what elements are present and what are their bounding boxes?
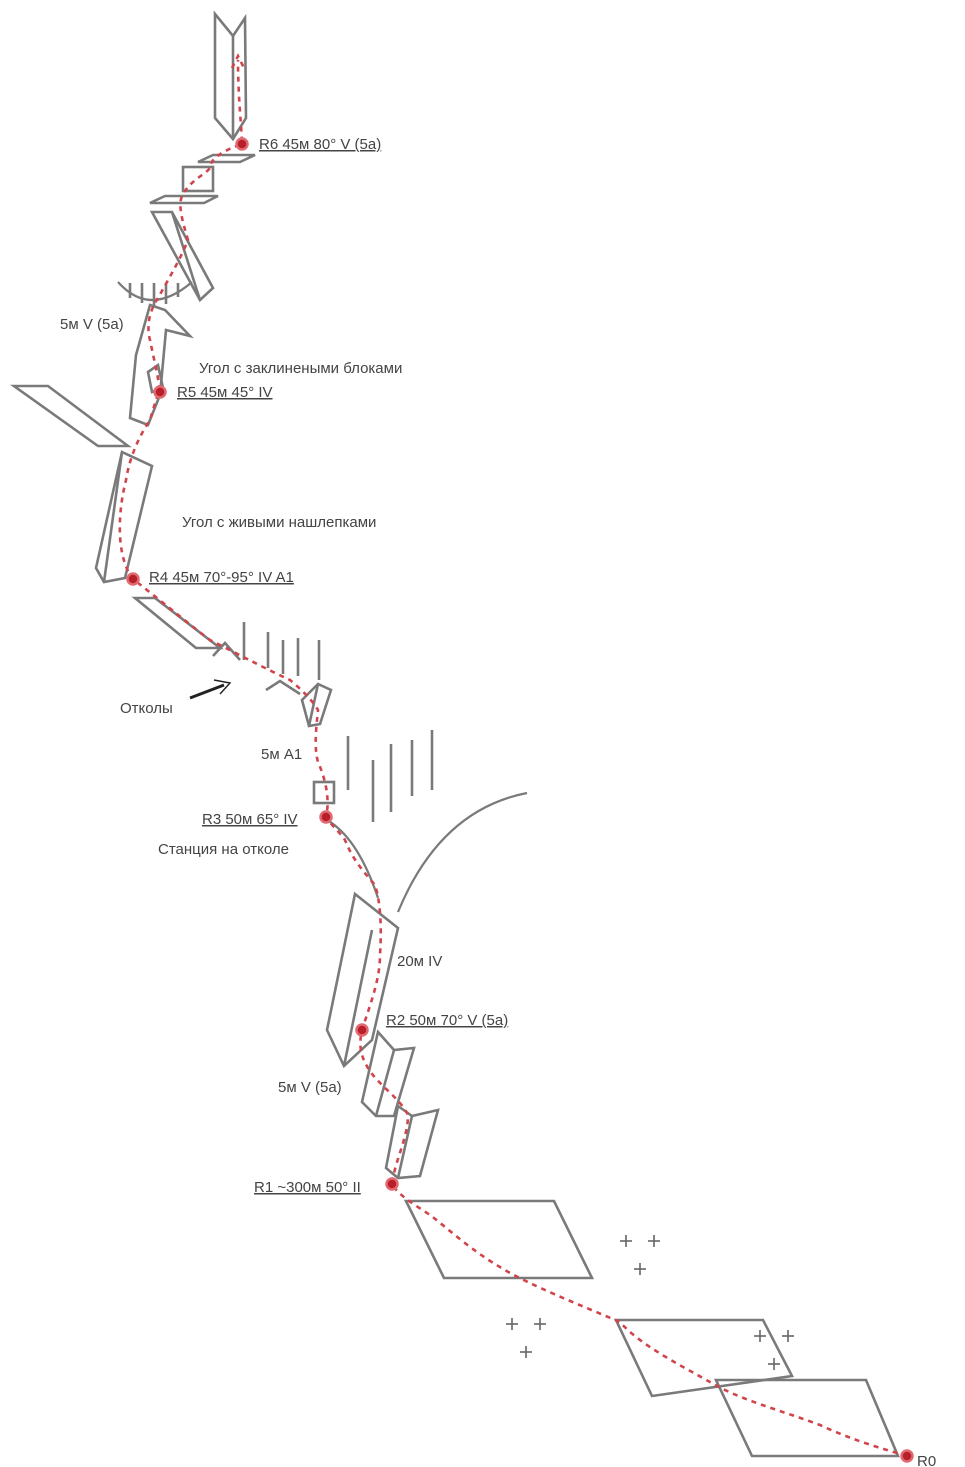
note-step-5m-v: 5м V (5a) (60, 316, 124, 333)
note-step-5m-v-lower: 5м V (5a) (278, 1079, 342, 1096)
slab (9, 384, 132, 448)
scree-marks (506, 1235, 794, 1370)
ledge (131, 596, 224, 650)
label-r0: R0 (917, 1453, 936, 1467)
label-r1: R1 ~300м 50° II (254, 1179, 361, 1196)
loose-flakes-corner (94, 450, 154, 584)
note-flakes: Отколы (120, 700, 173, 717)
note-step-20m: 20м IV (397, 953, 442, 970)
flake-shape (212, 641, 241, 661)
anchor-r4 (126, 572, 140, 586)
wall-hatch (346, 730, 434, 822)
label-r5: R5 45м 45° IV (177, 384, 273, 401)
anchor-r1 (385, 1177, 399, 1191)
label-r3: R3 50м 65° IV (202, 811, 298, 828)
overhang (117, 281, 193, 302)
approach-slab (403, 1199, 595, 1280)
block (181, 165, 215, 193)
anchor-r3 (319, 810, 333, 824)
note-labels: 5м V (5a) Угол с заклинеными блоками Уго… (60, 316, 442, 1096)
anchor-r2 (355, 1023, 369, 1037)
station-flake (326, 819, 380, 899)
rock-features (9, 10, 900, 1458)
flakes-hatch (242, 622, 321, 680)
dihedral-20m (325, 891, 400, 1069)
belay-labels: R6 45м 80° V (5a) R5 45м 45° IV R4 45м 7… (149, 136, 936, 1467)
ledge (197, 153, 256, 164)
bulge-arc (396, 791, 528, 913)
anchor-r6 (235, 137, 249, 151)
note-loose-corner: Угол с живыми нашлепками (182, 514, 376, 531)
anchor-r5 (153, 385, 167, 399)
ledge (149, 194, 219, 205)
route-line (118, 59, 908, 1458)
wedged-blocks-corner (128, 303, 195, 427)
route-arrow (230, 53, 246, 69)
note-wedged-corner: Угол с заклинеными блоками (199, 360, 402, 377)
overhang-hatch (128, 283, 180, 306)
label-r4: R4 45м 70°-95° IV A1 (149, 569, 294, 586)
note-step-5m-a1: 5м А1 (261, 746, 302, 763)
label-r6: R6 45м 80° V (5a) (259, 136, 381, 153)
anchor-r0 (900, 1449, 914, 1463)
belay-anchors (126, 137, 914, 1463)
approach-slab (713, 1378, 900, 1458)
flake-shape (265, 679, 301, 696)
flakes-pointer-arrow (189, 679, 232, 700)
approach-slab (613, 1318, 794, 1398)
corner (149, 210, 215, 303)
label-r2: R2 50м 70° V (5a) (386, 1012, 508, 1029)
block (312, 780, 336, 805)
small-pillar (300, 682, 333, 728)
note-flake-station: Станция на отколе (158, 841, 289, 858)
